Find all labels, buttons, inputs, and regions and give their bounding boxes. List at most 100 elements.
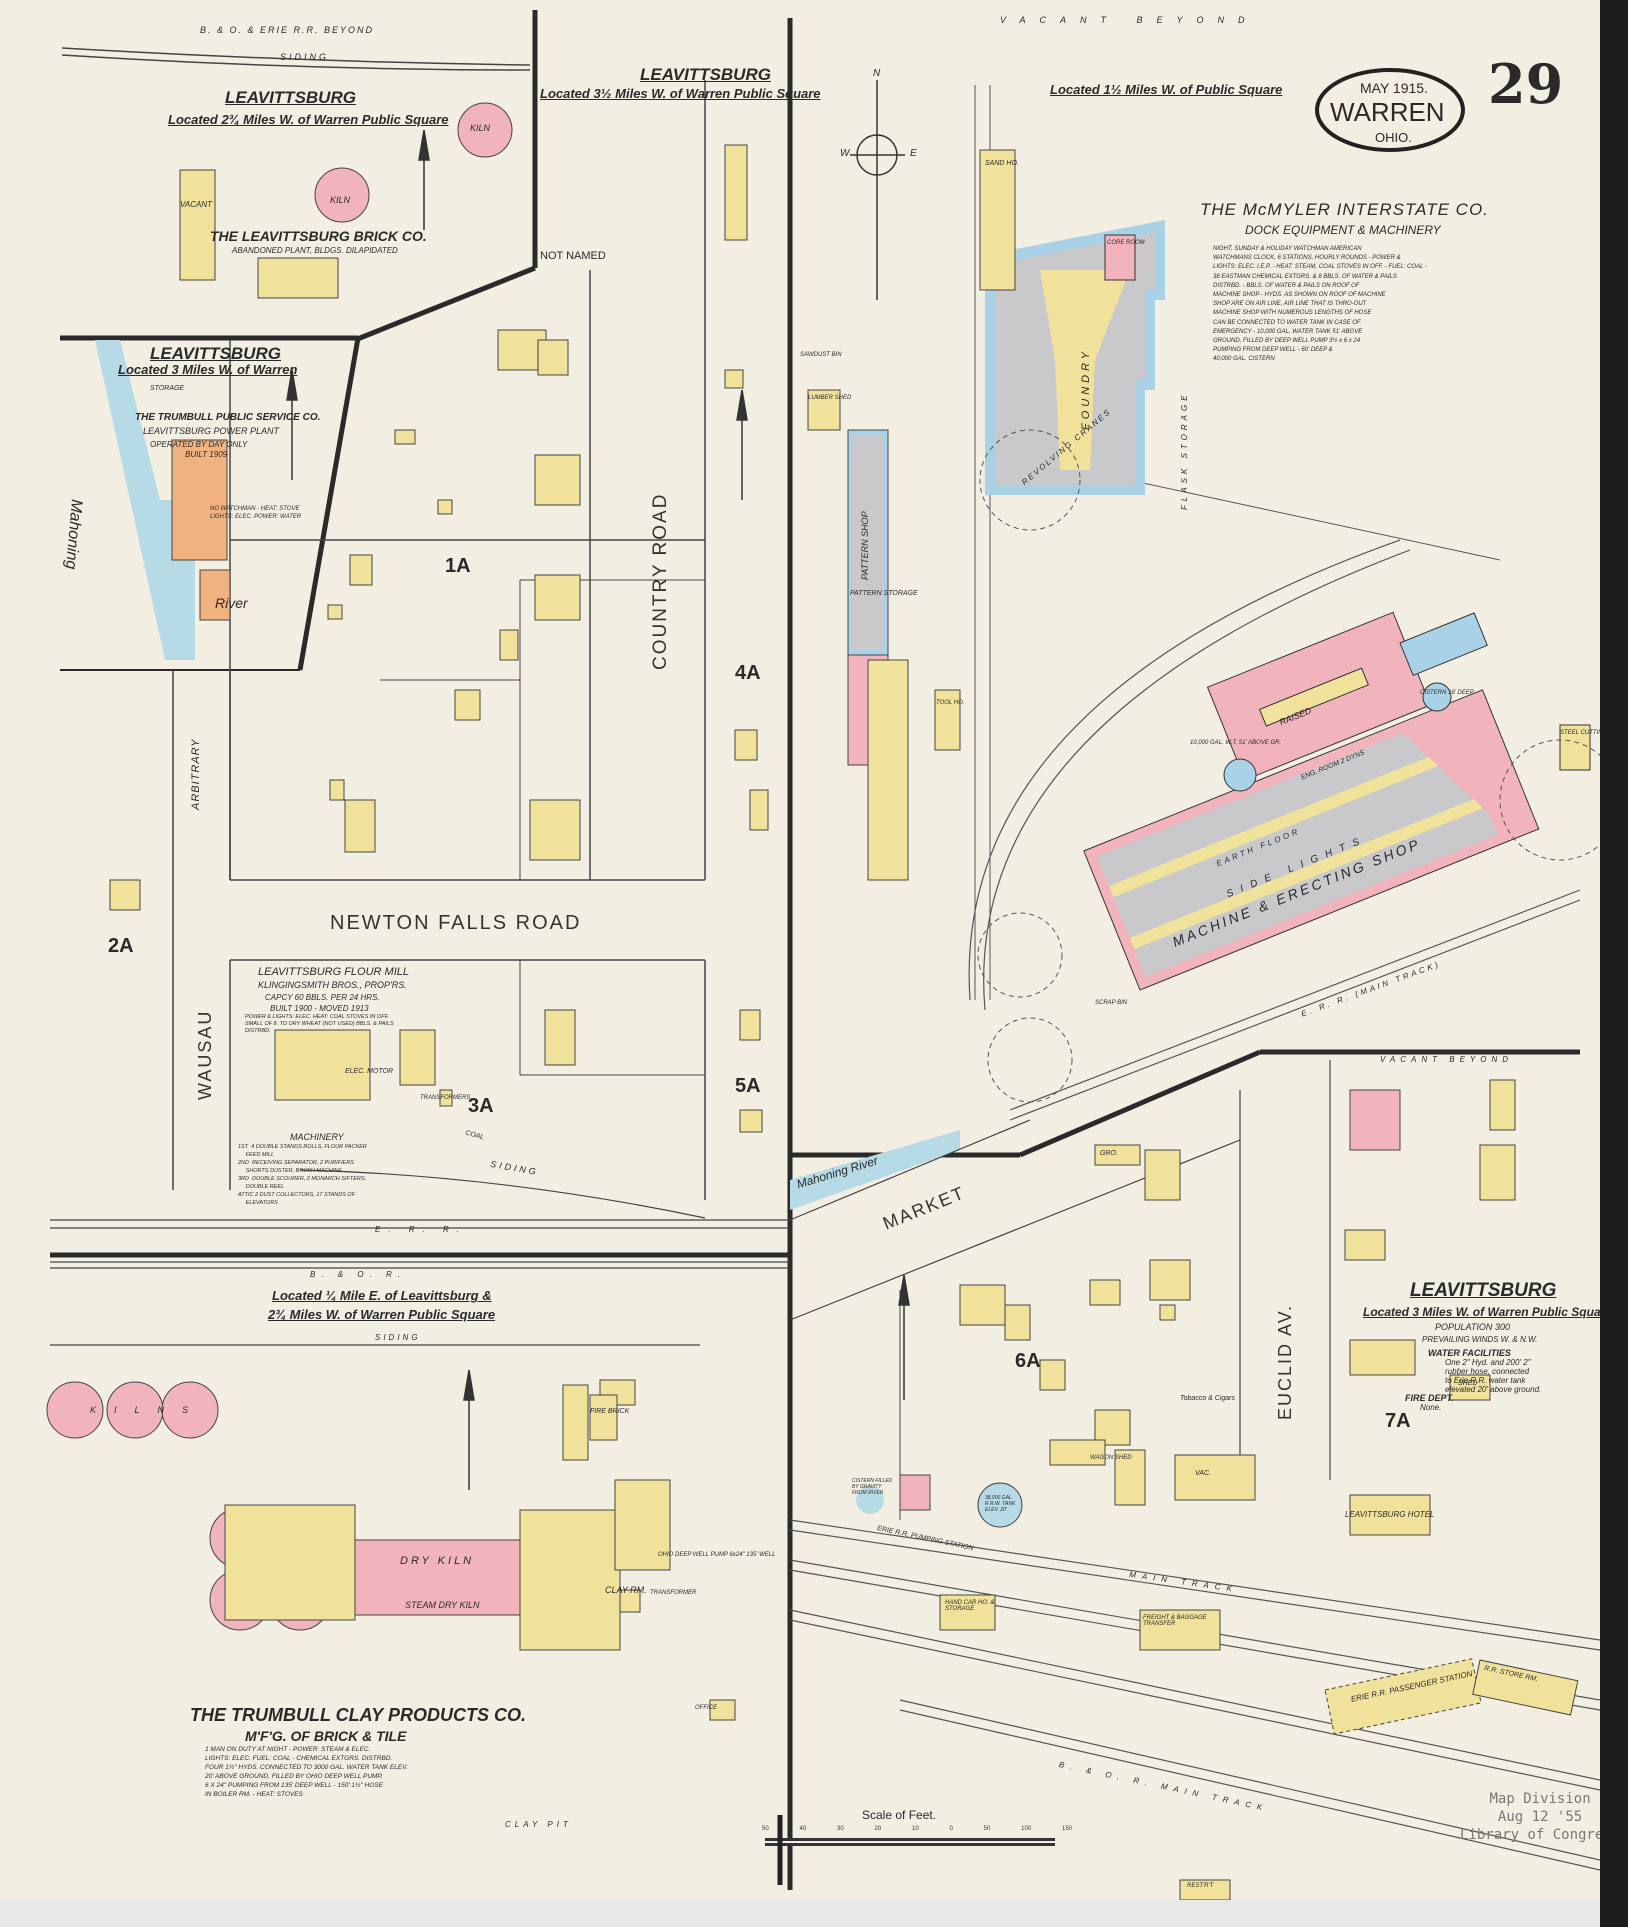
scale-tick: 10 — [912, 1826, 919, 1832]
rr-beyond-label: B. & O. & ERIE R.R. BEYOND — [200, 25, 375, 35]
block-4a: 4A — [735, 662, 761, 684]
fire-brick-label: FIRE BRICK — [590, 1408, 630, 1415]
mcmyler-notes: NIGHT, SUNDAY & HOLIDAY WATCHMAN AMERICA… — [1213, 246, 1427, 363]
scale-tick: 50 — [983, 1826, 991, 1832]
mcmyler-sub: DOCK EQUIPMENT & MACHINERY — [1245, 223, 1441, 237]
road-arbitrary: ARBITRARY — [190, 738, 202, 810]
mcmyler-name: THE McMYLER INTERSTATE CO. — [1200, 200, 1489, 219]
gro-label: GRO. — [1100, 1150, 1118, 1157]
scale-tick: 100 — [1021, 1826, 1032, 1832]
sheet-number: 29 — [1488, 52, 1564, 116]
fire-title: FIRE DEPT. — [1405, 1393, 1454, 1403]
block-1a: 1A — [445, 555, 471, 577]
scale-tick: 40 — [799, 1826, 807, 1832]
transformer-label: TRANSFORMER — [650, 1590, 697, 1596]
kilns-label: KILNS — [90, 1405, 207, 1415]
block-6a: 6A — [1015, 1350, 1041, 1372]
map-date: MAY 1915. — [1360, 80, 1428, 96]
scale-tick: 30 — [837, 1826, 844, 1832]
pattern-shop-label: PATTERN SHOP — [860, 511, 870, 580]
scale-tick: 50 — [762, 1826, 769, 1832]
road-newton-falls: NEWTON FALLS ROAD — [330, 912, 582, 934]
hand-car-label: HAND CAR HO. & STORAGE — [945, 1600, 995, 1612]
power-plant-name: THE TRUMBULL PUBLIC SERVICE CO. — [135, 412, 321, 423]
compass-n: N — [873, 68, 881, 79]
road-country: COUNTRY ROAD — [650, 492, 671, 670]
state-name: OHIO. — [1375, 130, 1412, 145]
scale-ticks: 50 40 30 20 10 0 50 100 150 — [762, 1826, 1072, 1832]
flour-mill-notes: POWER & LIGHTS: ELEC. HEAT: COAL STOVES … — [245, 1014, 394, 1034]
water-facilities: One 2" Hyd. and 200' 2" rubber hose, con… — [1445, 1358, 1542, 1394]
sawdust-bin-label: SAWDUST BIN — [800, 352, 842, 358]
stamp-line-3: Library of Congress — [1460, 1827, 1621, 1843]
stamp-line-2: Aug 12 '55 — [1497, 1809, 1583, 1825]
machinery-title: MACHINERY — [290, 1132, 344, 1142]
kiln-label: KILN — [470, 123, 491, 133]
mcmyler-location: Located 1½ Miles W. of Public Square — [1050, 82, 1283, 97]
cistern-label: CISTERN 16' DEEP — [1420, 690, 1474, 696]
tobacco-label: Tobacco & Cigars — [1180, 1395, 1235, 1402]
block-3a: 3A — [468, 1095, 494, 1117]
town-population: POPULATION 300 — [1435, 1322, 1510, 1332]
machinery-list: 1ST 4 DOUBLE STANDS ROLLS, FLOUR PACKER … — [238, 1144, 367, 1206]
brick-co-name: THE LEAVITTSBURG BRICK CO. — [210, 228, 427, 244]
vacant-label: VACANT — [180, 200, 213, 209]
elec-motor-label: ELEC. MOTOR — [345, 1068, 394, 1075]
power-plant-sub: LEAVITTSBURG POWER PLANT — [143, 426, 280, 436]
town-winds: PREVAILING WINDS W. & N.W. — [1422, 1335, 1538, 1344]
vacant-beyond-right: VACANT BEYOND — [1380, 1055, 1514, 1064]
office-label: OFFICE — [695, 1705, 717, 1711]
power-plant-op: OPERATED BY DAY ONLY — [150, 440, 248, 449]
transformers-label: TRANSFORMERS — [420, 1095, 471, 1101]
brick-co-location: Located 2¾ Miles W. of Warren Public Squ… — [168, 112, 449, 127]
water-title: WATER FACILITIES — [1428, 1348, 1511, 1358]
steam-dry-kiln-label: STEAM DRY KILN — [405, 1600, 480, 1610]
city-name: WARREN — [1330, 97, 1445, 127]
pattern-storage-label: PATTERN STORAGE — [850, 590, 918, 597]
country-road-place: LEAVITTSBURG — [640, 65, 771, 84]
err-label-left: E. R. R. — [375, 1225, 468, 1234]
road-euclid: EUCLID AV. — [1275, 1303, 1295, 1420]
tool-ho-label: TOOL HO. — [936, 700, 965, 706]
pump-note: OHIO DEEP WELL PUMP 6x24" 135' WELL — [658, 1552, 776, 1558]
vacant-beyond-top: VACANT BEYOND — [1000, 15, 1259, 25]
fire-dept-value: None. — [1420, 1403, 1442, 1412]
rr-tank-label: 38,000 GAL. R.R.W. TANK ELEV. 20' — [985, 1495, 1016, 1513]
clay-co-notes: 1 MAN ON DUTY AT NIGHT - POWER: STEAM & … — [205, 1746, 408, 1798]
loc-stamp: Map Division Aug 12 '55 Library of Congr… — [1460, 1790, 1620, 1844]
flour-mill-name: LEAVITTSBURG FLOUR MILL — [258, 966, 409, 978]
hotel-label: LEAVITTSBURG HOTEL — [1345, 1510, 1435, 1519]
map-linework — [46, 10, 1600, 1900]
clay-co-sub: M'F'G. OF BRICK & TILE — [245, 1728, 407, 1744]
scale-tick: 150 — [1061, 1826, 1072, 1832]
clay-location-1: Located ¼ Mile E. of Leavittsburg & — [272, 1288, 492, 1303]
bor-label-left: B. & O. R. — [310, 1270, 407, 1279]
power-plant-place: LEAVITTSBURG — [150, 344, 281, 363]
flour-mill-capacity: CAPCY 60 BBLS. PER 24 HRS. — [265, 993, 380, 1002]
vac-label: VAC. — [1195, 1470, 1211, 1477]
scan-edge — [1600, 0, 1628, 1927]
block-5a: 5A — [735, 1075, 761, 1097]
brick-co-note: ABANDONED PLANT, BLDGS. DILAPIDATED — [232, 246, 398, 255]
stamp-line-1: Map Division — [1489, 1791, 1591, 1807]
tank-label: 10,000 GAL. W.T. 51' ABOVE GR. — [1190, 740, 1282, 746]
flask-storage-label: FLASK STORAGE — [1180, 391, 1189, 510]
storage-label: STORAGE — [150, 385, 185, 392]
clay-co-name: THE TRUMBULL CLAY PRODUCTS CO. — [190, 1705, 526, 1725]
restaurant-label: REST'R'T — [1187, 1883, 1214, 1889]
road-not-named: NOT NAMED — [540, 250, 606, 262]
clay-pit-label: CLAY PIT — [505, 1820, 572, 1829]
wagon-shed-label: WAGON SHED — [1090, 1455, 1132, 1461]
compass-w: W — [840, 148, 850, 159]
lumber-shed-label: LUMBER SHED — [808, 395, 852, 401]
flour-mill-built: BUILT 1900 - MOVED 1913 — [270, 1004, 369, 1013]
scan-bottom-margin — [0, 1900, 1600, 1927]
scrap-bin-label: SCRAP BIN — [1095, 1000, 1128, 1006]
scale-title: Scale of Feet. — [862, 1808, 937, 1822]
town-place: LEAVITTSBURG — [1410, 1280, 1557, 1301]
power-plant-note: NO WATCHMAN - HEAT: STOVE LIGHTS: ELEC. … — [210, 506, 302, 520]
country-road-location: Located 3½ Miles W. of Warren Public Squ… — [540, 86, 821, 101]
kiln-label-2: KILN — [330, 195, 351, 205]
freight-label: FREIGHT & BAGGAGE TRANSFER — [1143, 1615, 1207, 1627]
